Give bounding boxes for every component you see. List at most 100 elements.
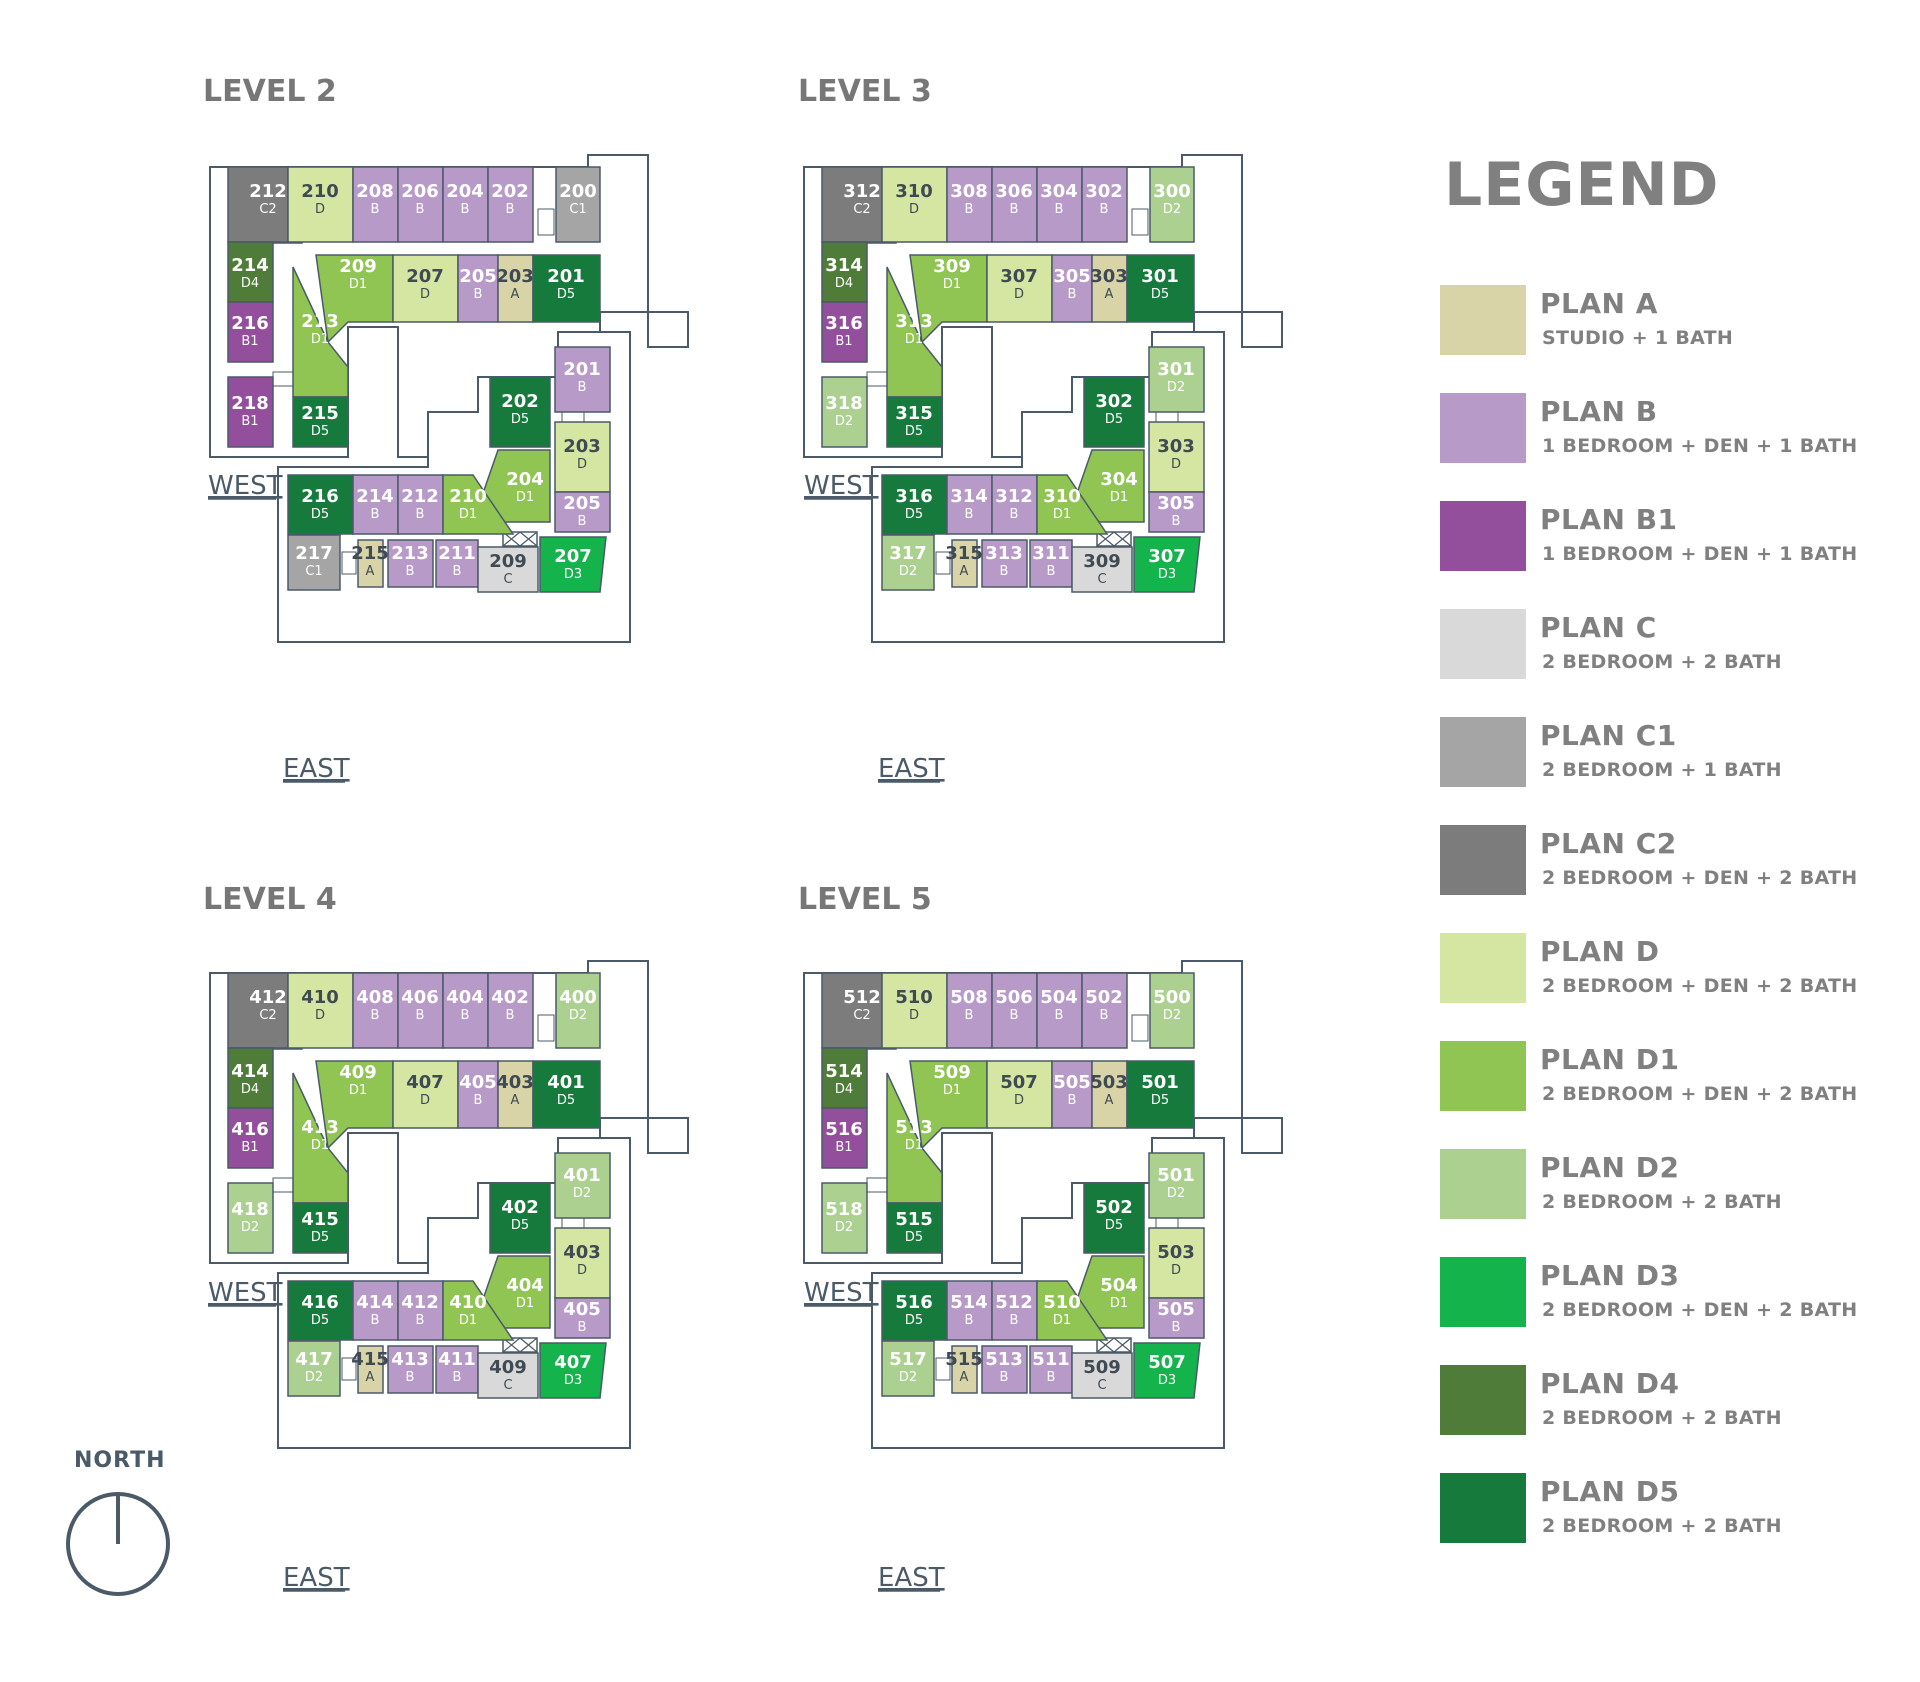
unit-410[interactable]: 410D1	[442, 1280, 515, 1341]
unit-414[interactable]: 414D4	[227, 1047, 274, 1109]
unit-210[interactable]: 210D1	[442, 474, 515, 535]
unit-313[interactable]: 313D1	[886, 266, 943, 398]
unit-309[interactable]: 309C	[1071, 546, 1133, 593]
unit-307[interactable]: 307D3	[1133, 536, 1201, 593]
unit-205[interactable]: 205B	[554, 491, 611, 533]
unit-212[interactable]: 212C2	[227, 166, 289, 243]
unit-309[interactable]: 309D1	[909, 254, 988, 344]
unit-203[interactable]: 203A	[496, 254, 534, 323]
unit-408[interactable]: 408B	[352, 972, 399, 1049]
unit-510[interactable]: 510D	[881, 972, 948, 1049]
unit-505[interactable]: 505B	[1051, 1060, 1093, 1129]
unit-402[interactable]: 402B	[487, 972, 534, 1049]
unit-516[interactable]: 516D5	[881, 1280, 948, 1341]
unit-310[interactable]: 310D1	[1036, 474, 1109, 535]
unit-515[interactable]: 515D5	[886, 1202, 943, 1254]
unit-308[interactable]: 308B	[946, 166, 993, 243]
unit-214[interactable]: 214B	[352, 474, 399, 535]
unit-209[interactable]: 209D1	[315, 254, 394, 344]
unit-400[interactable]: 400D2	[555, 972, 601, 1049]
unit-310[interactable]: 310D	[881, 166, 948, 243]
unit-405[interactable]: 405B	[457, 1060, 499, 1129]
unit-316[interactable]: 316B1	[821, 301, 868, 363]
unit-412[interactable]: 412B	[397, 1280, 444, 1341]
unit-314[interactable]: 314D4	[821, 241, 868, 303]
unit-409[interactable]: 409D1	[315, 1060, 394, 1150]
unit-416[interactable]: 416D5	[287, 1280, 354, 1341]
unit-507[interactable]: 507D3	[1133, 1342, 1201, 1399]
unit-210[interactable]: 210D	[287, 166, 354, 243]
unit-315[interactable]: 315A	[945, 539, 983, 588]
unit-415[interactable]: 415A	[351, 1345, 389, 1394]
unit-510[interactable]: 510D1	[1036, 1280, 1109, 1341]
unit-507[interactable]: 507D	[986, 1060, 1053, 1129]
unit-410[interactable]: 410D	[287, 972, 354, 1049]
unit-300[interactable]: 300D2	[1149, 166, 1195, 243]
unit-404[interactable]: 404B	[442, 972, 489, 1049]
unit-207[interactable]: 207D3	[539, 536, 607, 593]
unit-417[interactable]: 417D2	[287, 1340, 341, 1397]
unit-411[interactable]: 411B	[435, 1345, 479, 1394]
unit-511[interactable]: 511B	[1029, 1345, 1073, 1394]
unit-213[interactable]: 213D1	[292, 266, 349, 398]
unit-205[interactable]: 205B	[457, 254, 499, 323]
unit-201[interactable]: 201D5	[532, 254, 601, 323]
unit-302[interactable]: 302D5	[1083, 376, 1145, 448]
unit-203[interactable]: 203D	[554, 421, 611, 493]
unit-414[interactable]: 414B	[352, 1280, 399, 1341]
unit-502[interactable]: 502D5	[1083, 1182, 1145, 1254]
unit-209[interactable]: 209C	[477, 546, 539, 593]
unit-501[interactable]: 501D5	[1126, 1060, 1195, 1129]
unit-215[interactable]: 215D5	[292, 396, 349, 448]
unit-509[interactable]: 509C	[1071, 1352, 1133, 1399]
unit-503[interactable]: 503D	[1148, 1227, 1205, 1299]
unit-312[interactable]: 312B	[991, 474, 1038, 535]
unit-213[interactable]: 213B	[387, 539, 434, 588]
unit-517[interactable]: 517D2	[881, 1340, 935, 1397]
unit-311[interactable]: 311B	[1029, 539, 1073, 588]
unit-305[interactable]: 305B	[1148, 491, 1205, 533]
unit-318[interactable]: 318D2	[821, 376, 868, 448]
unit-312[interactable]: 312C2	[821, 166, 883, 243]
unit-514[interactable]: 514B	[946, 1280, 993, 1341]
unit-301[interactable]: 301D5	[1126, 254, 1195, 323]
unit-207[interactable]: 207D	[392, 254, 459, 323]
unit-202[interactable]: 202D5	[489, 376, 551, 448]
unit-403[interactable]: 403D	[554, 1227, 611, 1299]
unit-416[interactable]: 416B1	[227, 1107, 274, 1169]
unit-305[interactable]: 305B	[1051, 254, 1093, 323]
unit-409[interactable]: 409C	[477, 1352, 539, 1399]
unit-407[interactable]: 407D3	[539, 1342, 607, 1399]
unit-413[interactable]: 413D1	[292, 1072, 349, 1204]
unit-306[interactable]: 306B	[991, 166, 1038, 243]
unit-200[interactable]: 200C1	[555, 166, 601, 243]
unit-307[interactable]: 307D	[986, 254, 1053, 323]
unit-514[interactable]: 514D4	[821, 1047, 868, 1109]
unit-401[interactable]: 401D2	[554, 1152, 611, 1219]
unit-509[interactable]: 509D1	[909, 1060, 988, 1150]
unit-407[interactable]: 407D	[392, 1060, 459, 1129]
unit-201[interactable]: 201B	[554, 346, 611, 413]
unit-212[interactable]: 212B	[397, 474, 444, 535]
unit-518[interactable]: 518D2	[821, 1182, 868, 1254]
unit-208[interactable]: 208B	[352, 166, 399, 243]
unit-315[interactable]: 315D5	[886, 396, 943, 448]
unit-303[interactable]: 303D	[1148, 421, 1205, 493]
unit-301[interactable]: 301D2	[1148, 346, 1205, 413]
unit-512[interactable]: 512B	[991, 1280, 1038, 1341]
unit-303[interactable]: 303A	[1090, 254, 1128, 323]
unit-214[interactable]: 214D4	[227, 241, 274, 303]
unit-304[interactable]: 304B	[1036, 166, 1083, 243]
unit-215[interactable]: 215A	[351, 539, 389, 588]
unit-418[interactable]: 418D2	[227, 1182, 274, 1254]
unit-516[interactable]: 516B1	[821, 1107, 868, 1169]
unit-401[interactable]: 401D5	[532, 1060, 601, 1129]
unit-415[interactable]: 415D5	[292, 1202, 349, 1254]
unit-202[interactable]: 202B	[487, 166, 534, 243]
unit-406[interactable]: 406B	[397, 972, 444, 1049]
unit-314[interactable]: 314B	[946, 474, 993, 535]
unit-216[interactable]: 216B1	[227, 301, 274, 363]
unit-204[interactable]: 204B	[442, 166, 489, 243]
unit-504[interactable]: 504B	[1036, 972, 1083, 1049]
unit-502[interactable]: 502B	[1081, 972, 1128, 1049]
